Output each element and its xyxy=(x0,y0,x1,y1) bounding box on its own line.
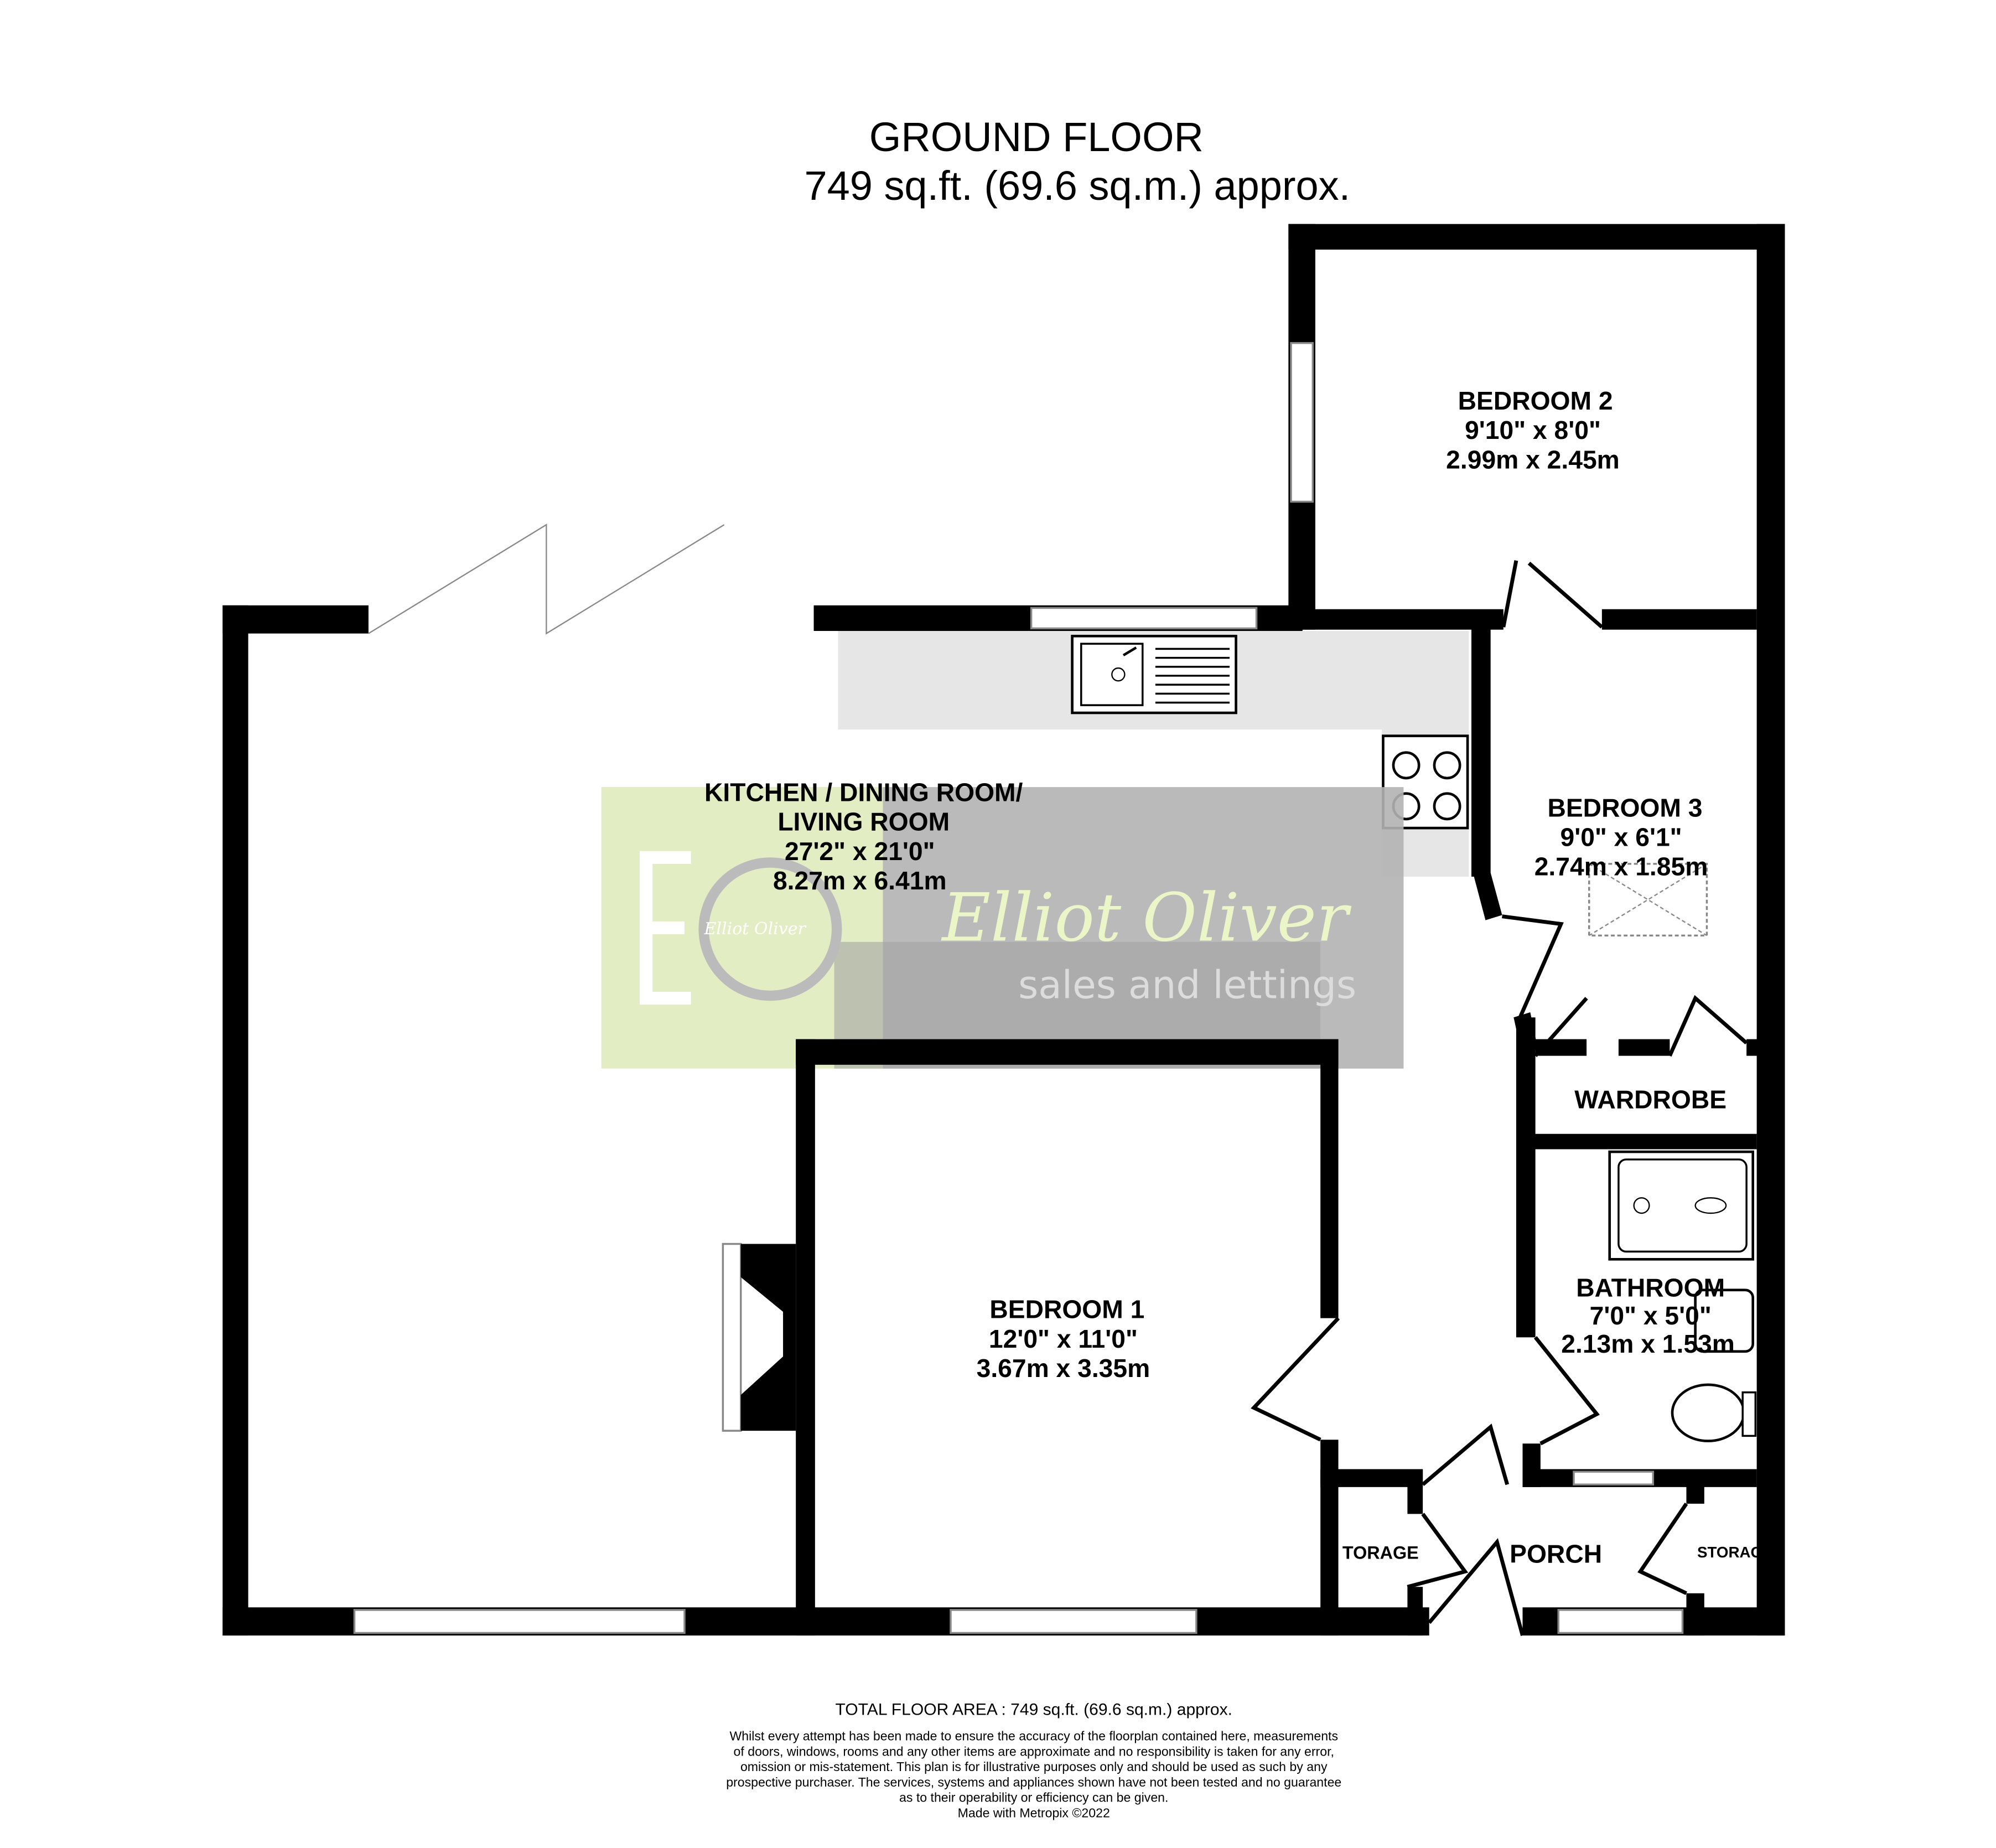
svg-text:BATHROOM: BATHROOM xyxy=(1576,1273,1725,1302)
svg-text:9'0" x 6'1": 9'0" x 6'1" xyxy=(1560,822,1682,851)
room-label-bedroom-2: BEDROOM 2 9'10" x 8'0" 2.99m x 2.45m xyxy=(1446,386,1620,474)
svg-text:2.13m x 1.53m: 2.13m x 1.53m xyxy=(1561,1329,1735,1358)
room-label-bathroom: BATHROOM 7'0" x 5'0" 2.13m x 1.53m xyxy=(1561,1273,1735,1358)
svg-text:12'0" x 11'0": 12'0" x 11'0" xyxy=(989,1324,1138,1353)
loft-hatch-icon xyxy=(1588,863,1708,937)
badge-text: Elliot Oliver xyxy=(703,919,806,939)
fireplace-icon xyxy=(740,1244,796,1431)
svg-text:3.67m x 3.35m: 3.67m x 3.35m xyxy=(977,1354,1150,1383)
floor-area: 749 sq.ft. (69.6 sq.m.) approx. xyxy=(804,163,1350,209)
windows xyxy=(353,342,1684,1634)
svg-text:9'10" x 8'0": 9'10" x 8'0" xyxy=(1465,416,1601,444)
room-label-storage-left: TORAGE xyxy=(1342,1542,1419,1562)
disclaimer-line: as to their operability or efficiency ca… xyxy=(899,1790,1168,1805)
doors xyxy=(368,524,1748,1636)
svg-text:BEDROOM 3: BEDROOM 3 xyxy=(1547,793,1702,822)
room-label-storage-right: STORAG xyxy=(1697,1544,1762,1561)
basin-icon xyxy=(1694,1288,1754,1353)
sink-icon xyxy=(1071,634,1237,715)
shower-icon xyxy=(1608,1150,1754,1261)
room-label-porch: PORCH xyxy=(1510,1539,1602,1568)
room-label-wardrobe: WARDROBE xyxy=(1574,1085,1727,1114)
svg-text:2.74m x 1.85m: 2.74m x 1.85m xyxy=(1534,852,1708,881)
footer: TOTAL FLOOR AREA : 749 sq.ft. (69.6 sq.m… xyxy=(726,1700,1341,1820)
disclaimer-line: of doors, windows, rooms and any other i… xyxy=(734,1744,1334,1758)
svg-text:2.99m x 2.45m: 2.99m x 2.45m xyxy=(1446,445,1620,474)
toilet-icon xyxy=(1671,1383,1757,1442)
room-label-bedroom-3: BEDROOM 3 9'0" x 6'1" 2.74m x 1.85m xyxy=(1534,793,1708,881)
watermark-logo: Elliot Oliver Elliot Oliver sales and le… xyxy=(601,787,1404,1069)
tagline-text: sales and lettings xyxy=(1018,964,1356,1008)
svg-text:LIVING ROOM: LIVING ROOM xyxy=(777,807,950,836)
disclaimer-line: prospective purchaser. The services, sys… xyxy=(726,1775,1341,1789)
svg-text:7'0" x 5'0": 7'0" x 5'0" xyxy=(1590,1301,1712,1330)
floor-title: GROUND FLOOR xyxy=(869,114,1204,160)
room-label-bedroom-1: BEDROOM 1 12'0" x 11'0" 3.67m x 3.35m xyxy=(977,1295,1150,1383)
svg-text:27'2" x 21'0": 27'2" x 21'0" xyxy=(785,837,935,866)
svg-text:BEDROOM 1: BEDROOM 1 xyxy=(989,1295,1144,1324)
total-floor-area: TOTAL FLOOR AREA : 749 sq.ft. (69.6 sq.m… xyxy=(835,1700,1232,1718)
brand-text: Elliot Oliver xyxy=(941,879,1352,957)
svg-text:8.27m x 6.41m: 8.27m x 6.41m xyxy=(773,866,947,895)
disclaimer-line: Whilst every attempt has been made to en… xyxy=(729,1729,1338,1743)
disclaimer-line: omission or mis-statement. This plan is … xyxy=(740,1759,1328,1774)
room-label-kitchen: KITCHEN / DINING ROOM/ LIVING ROOM 27'2"… xyxy=(704,778,1023,895)
metropix-credit: Made with Metropix ©2022 xyxy=(958,1805,1110,1820)
svg-text:BEDROOM 2: BEDROOM 2 xyxy=(1458,386,1613,415)
svg-text:KITCHEN / DINING ROOM/: KITCHEN / DINING ROOM/ xyxy=(704,778,1023,807)
